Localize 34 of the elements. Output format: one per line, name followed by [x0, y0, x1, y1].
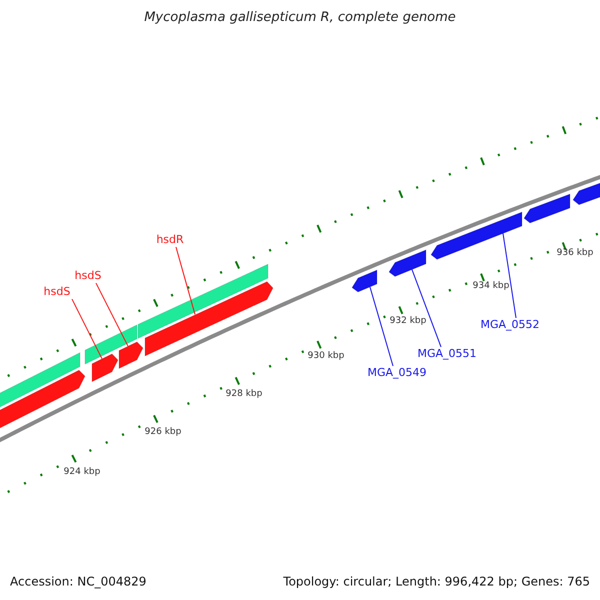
gene-label: MGA_0551: [417, 348, 477, 360]
gene-label: hsdS: [44, 286, 70, 298]
footer-text: Accession: NC_004829: [10, 575, 146, 589]
scale-label: 926 kbp: [144, 428, 182, 438]
scale-label: 928 kbp: [226, 390, 262, 400]
footer-text: Topology: circular; Length: 996,422 bp; Genes: 765: [283, 575, 590, 589]
gene-block: [118, 341, 144, 369]
gene-block: [572, 182, 600, 206]
leader-line: [72, 298, 102, 360]
gene-label: hsdR: [156, 234, 184, 246]
feature-bar: [84, 324, 138, 365]
gene-block: [92, 354, 118, 382]
leader-line: [412, 269, 442, 348]
gene-block: [430, 212, 522, 260]
scale-label: 924 kbp: [64, 468, 100, 478]
gene-block: [144, 281, 274, 356]
scale-label: 936 kbp: [556, 249, 594, 259]
gene-block: [388, 249, 426, 277]
gene-label: MGA_0552: [480, 318, 540, 332]
leader-line: [370, 286, 394, 366]
leader-line: [96, 282, 128, 347]
gene-block: [352, 270, 378, 292]
gene-block: [0, 370, 86, 432]
leader-line: [502, 232, 516, 318]
gene-label: hsdS: [74, 270, 102, 282]
leader-line: [176, 246, 196, 315]
feature-bar: [0, 352, 80, 410]
gene-block: [524, 194, 570, 224]
scale-label: 930 kbp: [308, 352, 344, 362]
title: Mycoplasma gallisepticum R, complete genome: [144, 10, 456, 26]
scale-label: 934 kbp: [472, 282, 510, 292]
feature-bar: [138, 264, 268, 339]
scale-label: 932 kbp: [390, 317, 426, 327]
gene-label: MGA_0549: [367, 366, 427, 380]
